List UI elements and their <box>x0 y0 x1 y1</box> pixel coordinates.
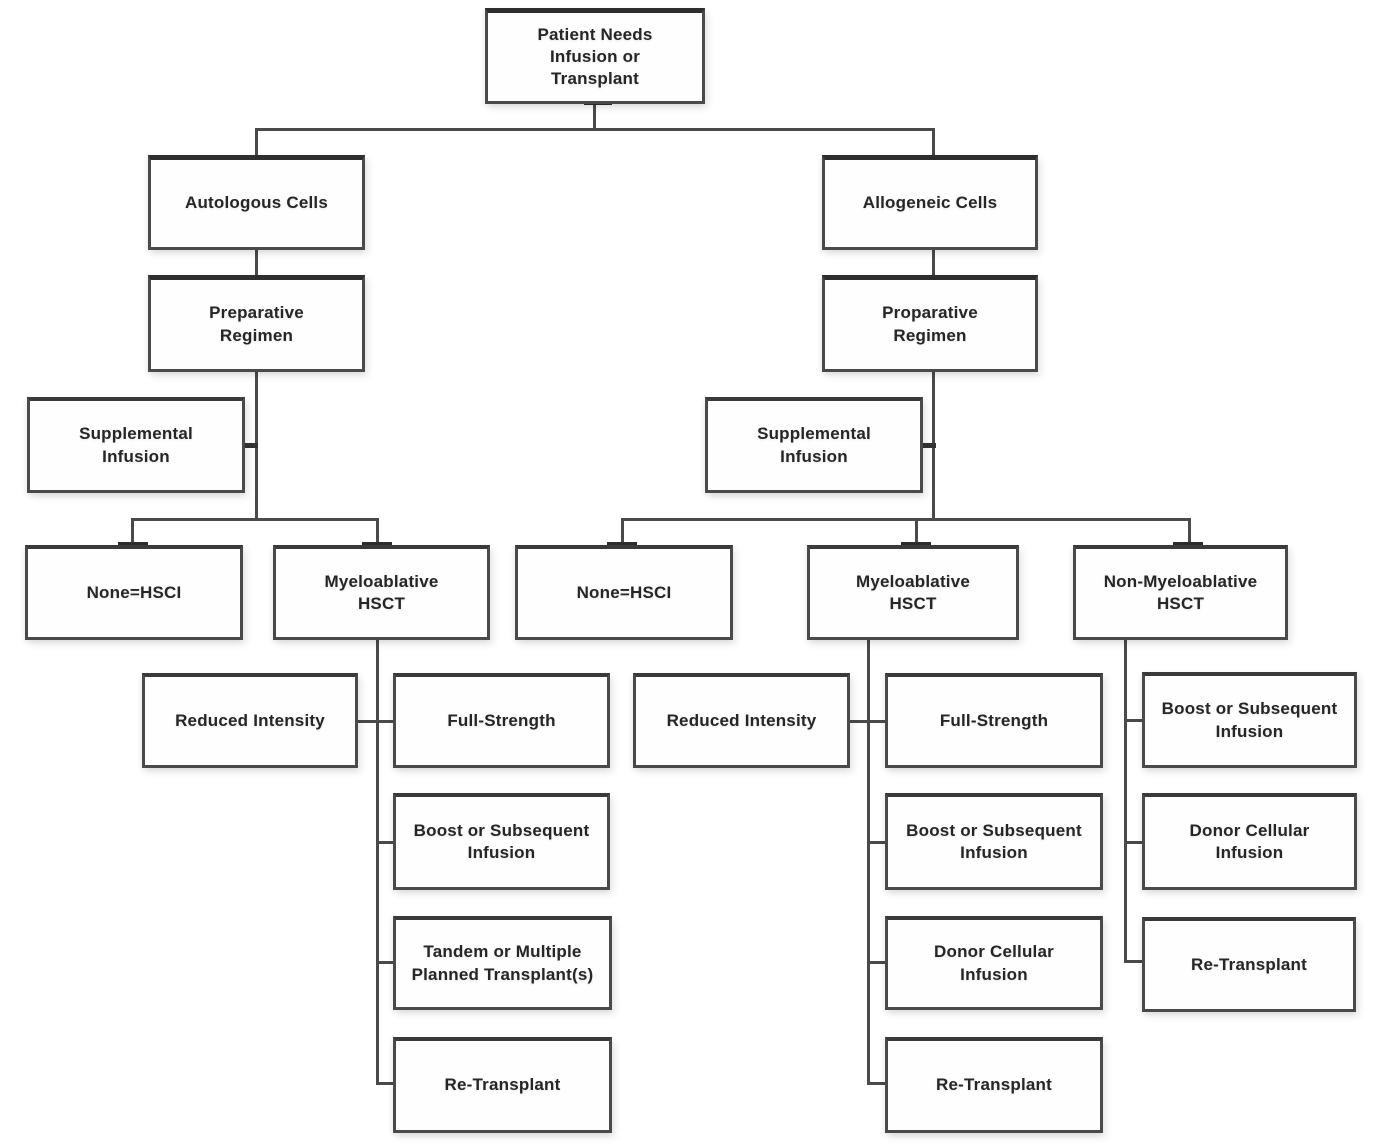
connector-left-boost-stub <box>379 841 395 844</box>
node-label: Autologous Cells <box>185 193 328 213</box>
node-label: Boost or Subsequent Infusion <box>1161 699 1338 741</box>
connector-trunk-vertical <box>593 103 596 131</box>
node-label: Patient Needs Infusion or Transplant <box>537 24 653 89</box>
node-label: None=HSCI <box>86 582 182 602</box>
connector-rightmid-boost-stub <box>870 841 888 844</box>
connector-top-split-horizontal <box>255 128 935 131</box>
connector-rightmid-reduced-full <box>849 720 887 723</box>
node-label: Full-Strength <box>939 710 1049 730</box>
connector-left-tandem-stub <box>379 961 395 964</box>
node-supplemental-infusion-right: Supplemental Infusion <box>705 397 923 493</box>
connector-right-split-drop-myelo <box>915 518 918 546</box>
node-none-hsci-left: None=HSCI <box>25 545 243 640</box>
node-patient-needs: Patient Needs Infusion or Transplant <box>485 8 705 104</box>
node-autologous-cells: Autologous Cells <box>148 155 365 250</box>
node-supplemental-infusion-left: Supplemental Infusion <box>27 397 245 493</box>
connector-far-boost-stub <box>1127 719 1144 722</box>
node-label: Boost or Subsequent Infusion <box>413 820 590 862</box>
connector-left-split-horizontal <box>131 518 379 521</box>
connector-left-spine <box>376 640 379 1085</box>
connector-right-split-drop-none <box>621 518 624 546</box>
connector-supp-right-stub <box>922 443 936 448</box>
node-boost-subsequent-infusion-far: Boost or Subsequent Infusion <box>1142 672 1357 768</box>
node-label: Non-Myeloablative HSCT <box>1103 571 1258 613</box>
node-label: Myeloablative HSCT <box>324 571 439 613</box>
node-donor-cellular-infusion-far: Donor Cellular Infusion <box>1142 793 1357 890</box>
node-label: Full-Strength <box>447 710 556 730</box>
node-label: Reduced Intensity <box>666 710 817 730</box>
node-label: Proparative Regimen <box>882 303 978 345</box>
connector-autologous-prep <box>255 250 258 276</box>
node-boost-subsequent-infusion-right: Boost or Subsequent Infusion <box>885 793 1103 890</box>
connector-rightmid-donor-stub <box>870 961 888 964</box>
node-label: Re-Transplant <box>936 1075 1052 1095</box>
node-label: Donor Cellular Infusion <box>1189 820 1310 862</box>
node-none-hsci-right: None=HSCI <box>515 545 733 640</box>
connector-left-split-drop-myelo <box>376 518 379 546</box>
node-label: Preparative Regimen <box>209 303 304 345</box>
node-donor-cellular-infusion-right: Donor Cellular Infusion <box>885 916 1103 1010</box>
connector-left-reduced-full <box>358 720 395 723</box>
node-re-transplant-right: Re-Transplant <box>885 1037 1103 1133</box>
node-re-transplant-far: Re-Transplant <box>1142 917 1356 1012</box>
connector-rightmid-spine <box>867 640 870 1085</box>
node-tandem-multiple-transplants: Tandem or Multiple Planned Transplant(s) <box>393 916 612 1010</box>
node-boost-subsequent-infusion-left: Boost or Subsequent Infusion <box>393 793 610 890</box>
connector-right-split-drop-nonmyelo <box>1188 518 1191 546</box>
node-label: Re-Transplant <box>444 1075 561 1095</box>
connector-top-split-left-drop <box>255 128 258 156</box>
connector-allogeneic-prep <box>932 250 935 276</box>
node-label: None=HSCI <box>576 582 672 602</box>
node-label: Tandem or Multiple Planned Transplant(s) <box>411 942 594 984</box>
node-preparative-regimen-left: Preparative Regimen <box>148 275 365 372</box>
node-myeloablative-hsct-left: Myeloablative HSCT <box>273 545 490 640</box>
node-myeloablative-hsct-right: Myeloablative HSCT <box>807 545 1019 640</box>
node-reduced-intensity-right: Reduced Intensity <box>633 673 850 768</box>
node-allogeneic-cells: Allogeneic Cells <box>822 155 1038 250</box>
node-label: Boost or Subsequent Infusion <box>906 820 1082 862</box>
connector-supp-left-stub <box>244 443 258 448</box>
connector-far-retransplant-elbow <box>1127 960 1144 963</box>
connector-rightmid-retransplant-elbow <box>870 1082 888 1085</box>
node-label: Re-Transplant <box>1191 954 1307 974</box>
node-label: Supplemental Infusion <box>757 424 871 466</box>
node-proparative-regimen-right: Proparative Regimen <box>822 275 1038 372</box>
node-label: Myeloablative HSCT <box>855 571 971 613</box>
node-non-myeloablative-hsct: Non-Myeloablative HSCT <box>1073 545 1288 640</box>
connector-left-retransplant-elbow <box>379 1082 395 1085</box>
node-reduced-intensity-left: Reduced Intensity <box>142 673 358 768</box>
connector-far-donor-stub <box>1127 841 1144 844</box>
node-label: Reduced Intensity <box>175 710 325 730</box>
node-re-transplant-left: Re-Transplant <box>393 1037 612 1133</box>
connector-top-split-right-drop <box>932 128 935 156</box>
node-label: Donor Cellular Infusion <box>934 942 1054 984</box>
connector-far-spine <box>1124 640 1127 963</box>
node-label: Allogeneic Cells <box>862 193 998 213</box>
node-full-strength-right: Full-Strength <box>885 673 1103 768</box>
connector-right-split-horizontal <box>621 518 1191 521</box>
node-label: Supplemental Infusion <box>79 424 193 466</box>
node-full-strength-left: Full-Strength <box>393 673 610 768</box>
connector-left-split-drop-none <box>131 518 134 546</box>
